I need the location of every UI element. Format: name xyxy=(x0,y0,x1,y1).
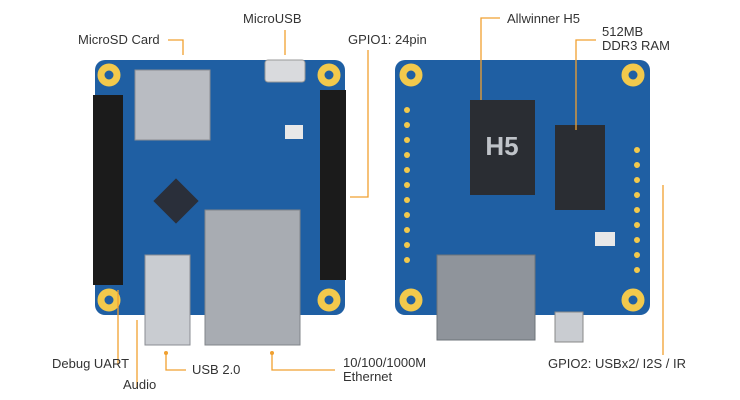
ddr3-ram-chip xyxy=(555,125,605,210)
component xyxy=(595,232,615,246)
mounting-holes xyxy=(97,63,341,312)
chip-marking: H5 xyxy=(485,131,518,161)
leader-ram xyxy=(575,39,596,130)
microusb-port xyxy=(264,59,306,83)
label-ethernet-speed: 10/100/1000M xyxy=(343,355,426,370)
leader-lines xyxy=(117,17,664,388)
microsd-slot xyxy=(134,69,211,141)
label-microsd: MicroSD Card xyxy=(78,32,160,47)
label-audio: Audio xyxy=(123,377,156,392)
gpio2-holes xyxy=(634,147,640,273)
leader-soc xyxy=(480,17,500,100)
label-ethernet: Ethernet xyxy=(343,369,393,384)
label-debug-uart: Debug UART xyxy=(52,356,129,371)
board-bottom-view: H5 xyxy=(395,60,650,343)
label-soc: Allwinner H5 xyxy=(507,11,580,26)
leader-ethernet xyxy=(271,353,335,371)
gpio1-header xyxy=(320,90,346,280)
left-header xyxy=(93,95,123,285)
leader-gpio1 xyxy=(350,50,369,198)
ethernet-port-top xyxy=(204,209,301,346)
label-ram-type: DDR3 RAM xyxy=(602,38,670,53)
gpio-holes-left xyxy=(404,107,410,263)
mounting-holes-bottom xyxy=(399,63,645,312)
label-gpio2: GPIO2: USBx2/ I2S / IR xyxy=(548,356,686,371)
usb-port xyxy=(144,254,191,346)
button xyxy=(285,125,303,139)
leader-usb2 xyxy=(165,353,186,371)
usb-port-bottom xyxy=(554,311,584,343)
label-usb2: USB 2.0 xyxy=(192,362,240,377)
label-ram-size: 512MB xyxy=(602,24,643,39)
label-microusb: MicroUSB xyxy=(243,11,302,26)
leader-microsd xyxy=(168,39,184,55)
ethernet-port-bottom xyxy=(436,254,536,341)
audio-codec-chip xyxy=(153,178,199,224)
label-gpio1: GPIO1: 24pin xyxy=(348,32,427,47)
board-top-view xyxy=(93,59,346,346)
allwinner-h5-chip xyxy=(470,100,535,195)
